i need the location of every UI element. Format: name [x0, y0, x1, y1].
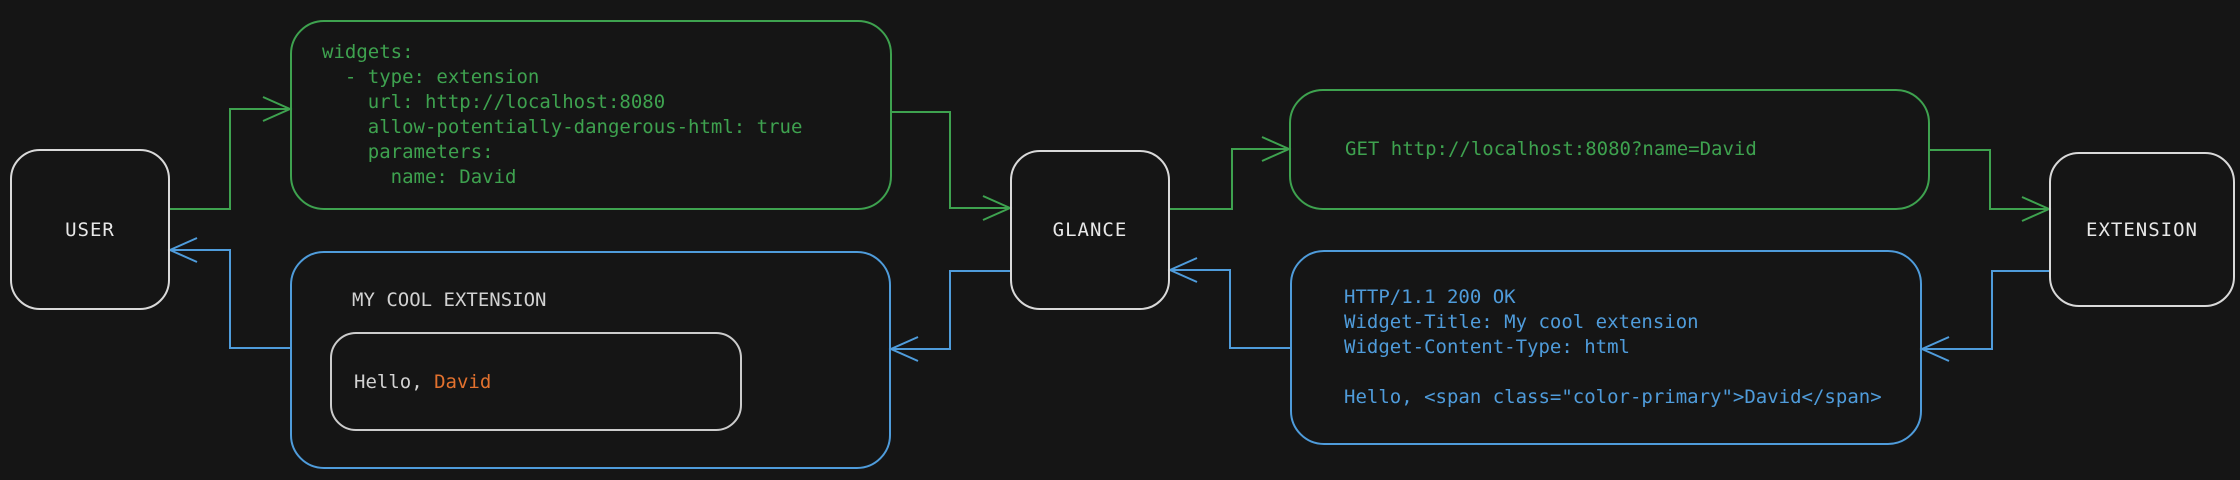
arrow-glance-to-request [1170, 136, 1292, 210]
code-line: url: http://localhost:8080 [322, 91, 666, 113]
code-line: Hello, <span class="color-primary">David… [1344, 386, 1882, 408]
code-line: widgets: [322, 41, 414, 63]
config-yaml-box: widgets: - type: extension url: http://l… [290, 20, 892, 210]
code-line: - type: extension [322, 66, 540, 88]
node-user: USER [10, 149, 170, 310]
node-extension: EXTENSION [2049, 152, 2235, 307]
arrow-request-to-extension [1930, 149, 2052, 222]
code-line: Widget-Title: My cool extension [1344, 311, 1699, 333]
arrow-user-to-config [170, 96, 293, 210]
greeting-name: David [434, 370, 492, 393]
http-response-box: HTTP/1.1 200 OK Widget-Title: My cool ex… [1290, 250, 1922, 445]
code-line: allow-potentially-dangerous-html: true [322, 116, 803, 138]
code-line: GET http://localhost:8080?name=David [1345, 138, 1757, 160]
arrow-glance-to-widget [888, 270, 1010, 362]
code-line: Widget-Content-Type: html [1344, 336, 1630, 358]
code-line: name: David [322, 166, 517, 188]
node-glance-label: GLANCE [1052, 219, 1128, 241]
arrow-extension-to-response [1919, 270, 2049, 362]
widget-title: MY COOL EXTENSION [352, 289, 547, 311]
http-response-code: HTTP/1.1 200 OK Widget-Title: My cool ex… [1292, 252, 1920, 443]
config-yaml-code: widgets: - type: extension url: http://l… [292, 22, 890, 208]
code-line: HTTP/1.1 200 OK [1344, 286, 1516, 308]
greeting-prefix: Hello, [354, 370, 435, 393]
arrow-widget-to-user [167, 237, 290, 349]
http-request-box: GET http://localhost:8080?name=David [1289, 89, 1930, 210]
code-line: parameters: [322, 141, 494, 163]
node-glance: GLANCE [1010, 150, 1170, 310]
node-extension-label: EXTENSION [2086, 218, 2198, 241]
arrow-response-to-glance [1167, 257, 1290, 349]
widget-preview-box: MY COOL EXTENSION Hello, David [290, 251, 891, 469]
http-request-code: GET http://localhost:8080?name=David [1291, 91, 1928, 208]
widget-greeting-card: Hello, David [330, 332, 742, 431]
code-line [1344, 360, 1920, 385]
arrow-config-to-glance [892, 111, 1013, 221]
node-user-label: USER [65, 218, 115, 241]
